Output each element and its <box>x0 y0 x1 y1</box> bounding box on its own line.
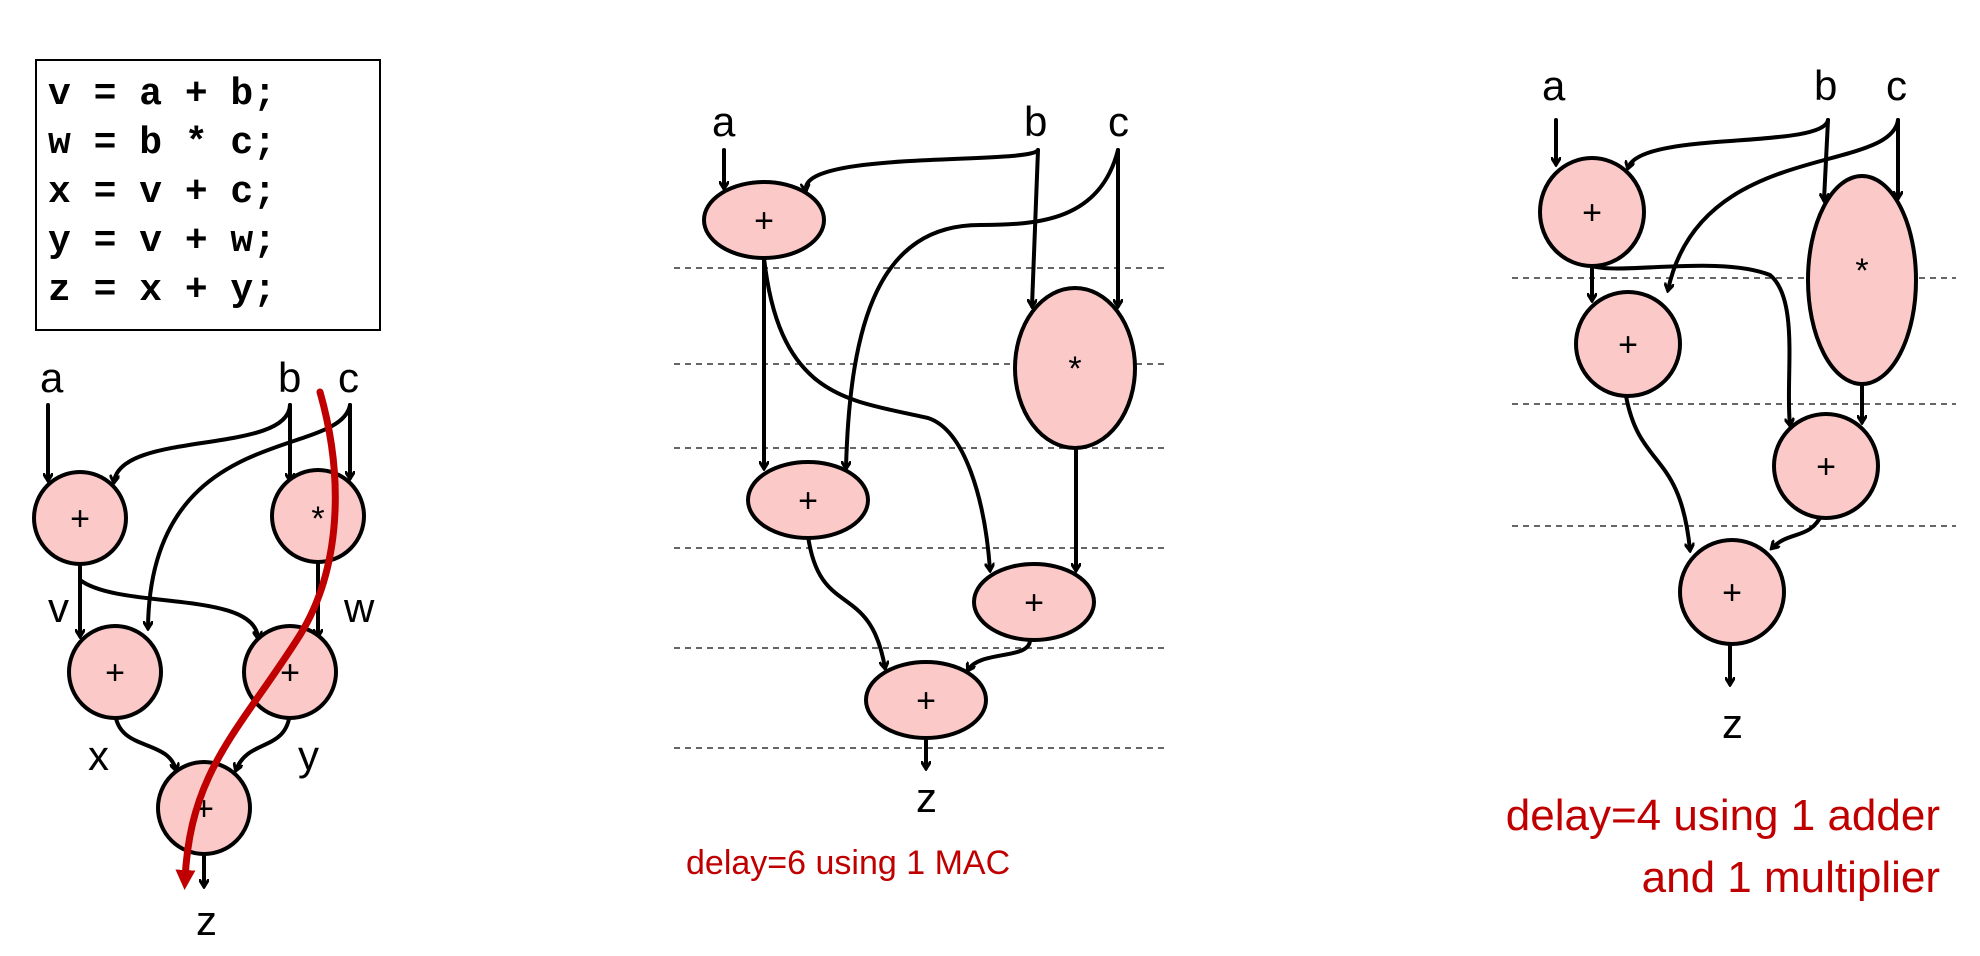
dataflow-graph-1: a b c + * + + + v w x y z <box>32 354 375 944</box>
node-add-v <box>702 180 826 260</box>
op-n2: * <box>1855 252 1868 290</box>
input-b-label: b <box>1024 98 1047 145</box>
code-line-1: v = a + b; <box>48 73 276 116</box>
op-n2: * <box>311 500 324 538</box>
node-add-z <box>156 760 252 856</box>
edge-n4-n5 <box>1772 512 1824 548</box>
edge-y-n5 <box>236 710 292 770</box>
input-c-label: c <box>1886 62 1907 109</box>
input-b-label: b <box>1814 62 1837 109</box>
edge-label-v: v <box>48 584 69 631</box>
op-n5: + <box>1722 574 1742 612</box>
input-a-label: a <box>40 354 64 401</box>
delay-caption: delay=6 using 1 MAC <box>686 844 1010 882</box>
op-n4: + <box>1024 584 1044 622</box>
node-add-x <box>67 624 163 720</box>
edge-n3-n5 <box>1624 394 1690 550</box>
node-mul-w <box>1013 286 1137 450</box>
node-add-y <box>242 624 338 720</box>
op-n1: + <box>70 500 90 538</box>
node-add-x <box>1574 290 1682 398</box>
edge-b-n1 <box>1628 118 1830 168</box>
op-n3: + <box>1618 326 1638 364</box>
op-n1: + <box>754 202 774 240</box>
node-add-v <box>32 470 128 566</box>
output-z-label: z <box>196 897 217 944</box>
delay-caption-line-1: delay=4 using 1 adder <box>1506 791 1940 840</box>
edge-label-w: w <box>343 584 375 631</box>
delay-caption-line-2: and 1 multiplier <box>1642 853 1940 902</box>
edge-label-x: x <box>88 732 109 779</box>
edge-b-n1 <box>806 148 1040 190</box>
output-z-label: z <box>1722 700 1743 747</box>
edge-c-n3 <box>148 403 352 628</box>
op-n3: + <box>798 482 818 520</box>
node-add-y <box>1772 412 1880 520</box>
code-line-5: z = x + y; <box>48 269 276 312</box>
input-b-label: b <box>278 354 301 401</box>
node-add-z <box>864 660 988 740</box>
edge-v-n4 <box>78 578 258 638</box>
schedule-graph-mac: a b c + * + + + z delay=6 using 1 MAC <box>674 98 1166 882</box>
code-line-4: y = v + w; <box>48 220 276 263</box>
op-n3: + <box>105 654 125 692</box>
edge-n1-n4 <box>1590 263 1790 425</box>
node-add-y <box>972 562 1096 642</box>
critical-path-arrow <box>175 388 339 890</box>
edge-n4-n5 <box>968 638 1032 670</box>
edge-n1-n4 <box>762 256 990 570</box>
code-box: v = a + b; w = b * c; x = v + c; y = v +… <box>35 59 381 331</box>
op-n2: * <box>1068 350 1081 388</box>
edge-n3-n5 <box>806 534 885 668</box>
schedule-graph-adder-mult: a b c + * + + + z delay=4 using 1 adder … <box>1506 62 1956 902</box>
output-z-label: z <box>916 774 937 821</box>
edge-label-y: y <box>298 732 319 779</box>
edge-b-n2 <box>1032 148 1040 306</box>
op-n1: + <box>1582 194 1602 232</box>
node-add-z <box>1678 538 1786 646</box>
input-a-label: a <box>1542 62 1566 109</box>
input-c-label: c <box>338 354 359 401</box>
node-mul-w <box>1806 174 1918 386</box>
node-mul-w <box>270 468 366 564</box>
edge-x-n5 <box>113 710 176 770</box>
input-a-label: a <box>712 98 736 145</box>
edge-c-n3 <box>1668 118 1900 290</box>
code-line-2: w = b * c; <box>48 122 276 165</box>
node-add-x <box>746 460 870 540</box>
op-n4: + <box>1816 448 1836 486</box>
node-add-v <box>1538 156 1646 268</box>
code-line-3: x = v + c; <box>48 171 276 214</box>
op-n5: + <box>916 682 936 720</box>
edge-b-n1 <box>114 403 292 482</box>
edge-c-n3 <box>846 148 1120 468</box>
input-c-label: c <box>1108 98 1129 145</box>
